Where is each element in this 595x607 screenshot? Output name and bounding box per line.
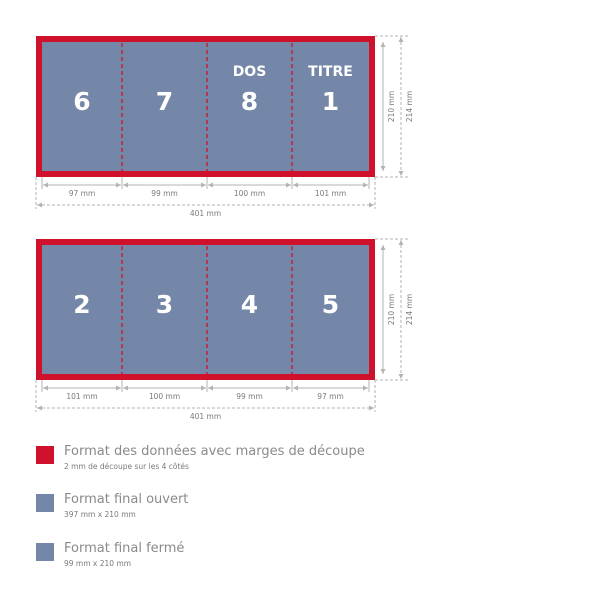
legend-title-bleed: Format des données avec marges de découp… — [64, 444, 365, 459]
inside-inner-height-label: 210 mm — [387, 294, 396, 325]
outside-inner-height-label: 210 mm — [387, 91, 396, 122]
inside-panel-4 — [292, 245, 369, 374]
outside-width-label-2: 99 mm — [151, 189, 178, 198]
legend-subtitle-open-format: 397 mm x 210 mm — [64, 510, 136, 519]
outside-width-line-4-arrow-end — [363, 182, 368, 188]
inside-total-width-line-arrow-start — [37, 405, 42, 411]
outside-panel-1 — [42, 42, 122, 171]
legend-subtitle-closed-format: 99 mm x 210 mm — [64, 559, 132, 568]
outside-width-line-2-arrow-start — [123, 182, 128, 188]
outside-panel-number-1: 6 — [73, 87, 90, 116]
outside-inner-height-line-arrow-start — [380, 42, 386, 47]
inside-width-label-4: 97 mm — [317, 392, 344, 401]
outside-width-line-4-arrow-start — [293, 182, 298, 188]
outside-panel-label-3: DOS — [233, 64, 267, 80]
inside-total-width-line-arrow-end — [369, 405, 374, 411]
legend-swatch-open-format — [36, 494, 54, 512]
outside-panel-number-4: 1 — [322, 87, 339, 116]
outside-total-width-label: 401 mm — [190, 209, 221, 218]
outside-width-line-1-arrow-start — [43, 182, 48, 188]
inside-panel-1 — [42, 245, 122, 374]
outside-width-line-3-arrow-end — [286, 182, 291, 188]
outside-panel-3 — [207, 42, 292, 171]
outside-width-line-2-arrow-end — [201, 182, 206, 188]
outside-panel-number-2: 7 — [156, 87, 173, 116]
inside-inner-height-line-arrow-end — [380, 369, 386, 374]
inside-width-label-3: 99 mm — [236, 392, 263, 401]
outside-panel-number-3: 8 — [241, 87, 258, 116]
outside-outer-height-line-arrow-start — [398, 37, 404, 42]
outside-total-width-line-arrow-start — [37, 202, 42, 208]
inside-panel-2 — [122, 245, 207, 374]
inside-width-label-2: 100 mm — [149, 392, 180, 401]
legend-subtitle-bleed: 2 mm de découpe sur les 4 côtés — [64, 462, 189, 471]
inside-width-line-4-arrow-end — [363, 385, 368, 391]
outside-panel-2 — [122, 42, 207, 171]
inside-outer-height-line-arrow-start — [398, 240, 404, 245]
inside-width-line-3-arrow-start — [208, 385, 213, 391]
inside-outer-height-line-arrow-end — [398, 374, 404, 379]
outside-width-line-1-arrow-end — [116, 182, 121, 188]
outside-inner-height-line-arrow-end — [380, 166, 386, 171]
outside-width-label-1: 97 mm — [69, 189, 96, 198]
inside-width-line-1-arrow-end — [116, 385, 121, 391]
legend-swatch-closed-format — [36, 543, 54, 561]
inside-inner-height-line-arrow-start — [380, 245, 386, 250]
inside-width-line-1-arrow-start — [43, 385, 48, 391]
outside-panel-4 — [292, 42, 369, 171]
outside-total-width-line-arrow-end — [369, 202, 374, 208]
inside-width-line-2-arrow-end — [201, 385, 206, 391]
inside-width-line-4-arrow-start — [293, 385, 298, 391]
legend-title-closed-format: Format final fermé — [64, 541, 185, 556]
legend-swatch-bleed — [36, 446, 54, 464]
outside-outer-height-line-arrow-end — [398, 171, 404, 176]
inside-total-width-label: 401 mm — [190, 412, 221, 421]
inside-panel-3 — [207, 245, 292, 374]
outside-width-label-4: 101 mm — [315, 189, 346, 198]
outside-outer-height-label: 214 mm — [405, 91, 414, 122]
inside-panel-number-3: 4 — [241, 290, 258, 319]
inside-panel-number-2: 3 — [156, 290, 173, 319]
outside-width-label-3: 100 mm — [234, 189, 265, 198]
inside-panel-number-4: 5 — [322, 290, 339, 319]
inside-width-label-1: 101 mm — [66, 392, 97, 401]
inside-outer-height-label: 214 mm — [405, 294, 414, 325]
outside-panel-label-4: TITRE — [308, 64, 353, 80]
inside-panel-number-1: 2 — [73, 290, 90, 319]
legend-title-open-format: Format final ouvert — [64, 492, 189, 507]
inside-width-line-2-arrow-start — [123, 385, 128, 391]
outside-width-line-3-arrow-start — [208, 182, 213, 188]
inside-width-line-3-arrow-end — [286, 385, 291, 391]
